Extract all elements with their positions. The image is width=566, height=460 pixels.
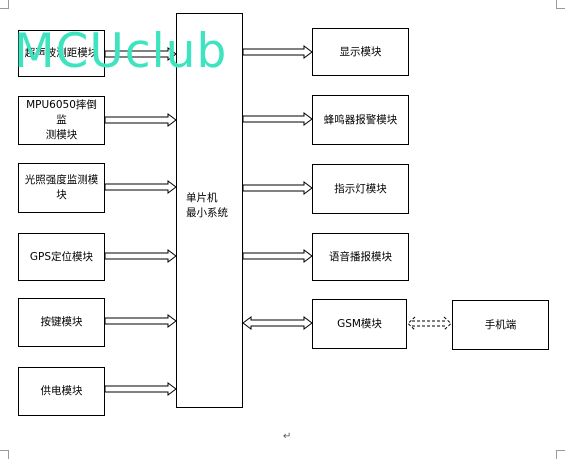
phone-box: 手机端: [452, 300, 549, 350]
paragraph-mark: ↵: [283, 431, 292, 442]
indicator-module-label: 指示灯模块: [334, 182, 387, 195]
mpu6050-module-label-line1: MPU6050摔倒监: [26, 99, 97, 126]
buzzer-module-label: 蜂鸣器报警模块: [323, 113, 398, 126]
page-corner-mark-top-left: [0, 0, 9, 9]
gsm-module-label: GSM模块: [337, 317, 382, 330]
keys-module-box: 按键模块: [18, 298, 105, 347]
voice-module-label: 语音播报模块: [329, 250, 392, 263]
mpu6050-module-box: MPU6050摔倒监 测模块: [18, 96, 105, 145]
phone-label: 手机端: [484, 318, 517, 331]
power-module-label: 供电模块: [40, 385, 83, 397]
mcu-system-label: 单片机 最小系统: [186, 191, 228, 221]
buzzer-module-box: 蜂鸣器报警模块: [312, 95, 409, 145]
arrow-mcu-to-voice: [242, 249, 313, 263]
light-module-label-line2: 块: [56, 189, 67, 201]
voice-module-box: 语音播报模块: [312, 233, 409, 281]
arrow-keys-to-mcu: [104, 314, 177, 328]
light-module-box: 光照强度监测模 块: [18, 163, 105, 213]
arrow-ultrasonic-to-mcu: [104, 47, 177, 61]
keys-module-label: 按键模块: [40, 316, 83, 328]
mpu6050-module-label: MPU6050摔倒监 测模块: [22, 98, 101, 143]
gps-module-label: GPS定位模块: [29, 250, 94, 263]
dashed-link-gsm-phone: [407, 316, 452, 331]
gsm-module-box: GSM模块: [312, 299, 407, 349]
gps-module-box: GPS定位模块: [18, 233, 105, 281]
ultrasonic-module-box: 超声波测距模块: [18, 30, 105, 77]
arrow-power-to-mcu: [104, 382, 177, 396]
mpu6050-module-label-line2: 测模块: [45, 129, 78, 141]
mcu-system-label-line2: 最小系统: [186, 207, 228, 219]
arrow-light-to-mcu: [104, 180, 177, 194]
light-module-label: 光照强度监测模 块: [25, 173, 99, 203]
page-corner-mark-bottom-left: [0, 450, 9, 459]
light-module-label-line1: 光照强度监测模: [24, 174, 99, 186]
display-module-label: 显示模块: [339, 45, 382, 58]
arrow-gps-to-mcu: [104, 249, 177, 263]
arrow-mcu-to-indicator: [242, 181, 313, 195]
power-module-box: 供电模块: [18, 367, 105, 416]
mcu-system-label-line1: 单片机: [186, 192, 218, 204]
display-module-box: 显示模块: [312, 28, 409, 76]
mcu-system-box: [176, 13, 243, 408]
arrow-mcu-to-buzzer: [242, 112, 313, 126]
indicator-module-box: 指示灯模块: [312, 164, 409, 214]
arrow-mcu-gsm-bidirectional: [242, 316, 313, 330]
arrow-mcu-to-display: [242, 45, 313, 59]
page-corner-mark-top-right: [556, 0, 565, 9]
ultrasonic-module-label: 超声波测距模块: [24, 47, 99, 59]
page-corner-mark-bottom-right: [556, 450, 565, 459]
arrow-mpu6050-to-mcu: [104, 113, 177, 127]
